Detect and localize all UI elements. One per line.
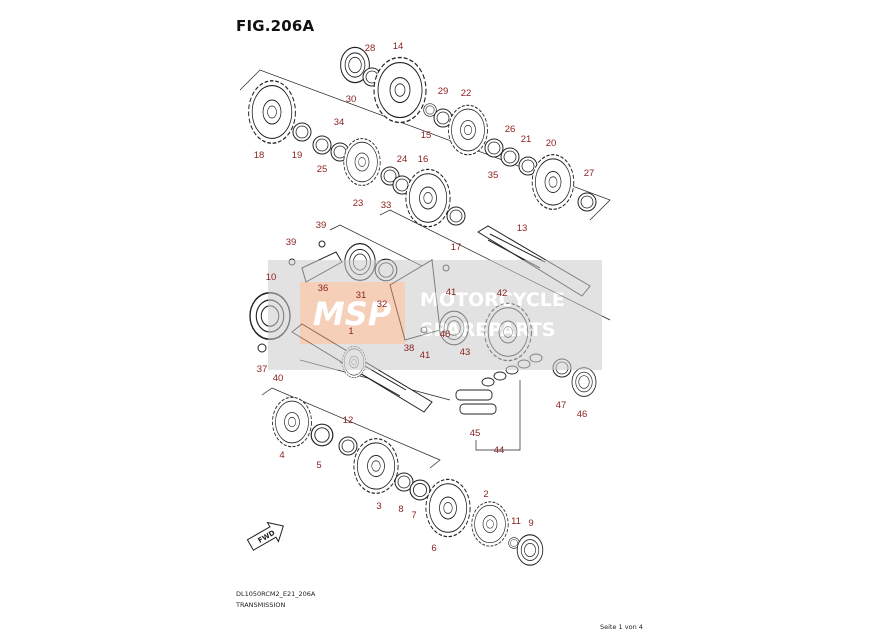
callout-1: 1 xyxy=(348,326,353,337)
callout-42: 42 xyxy=(497,288,508,299)
callout-44: 44 xyxy=(494,445,505,456)
callout-37: 37 xyxy=(257,364,268,375)
callout-10: 10 xyxy=(266,272,277,283)
callout-36: 36 xyxy=(318,283,329,294)
figure-title: FIG.206A xyxy=(236,17,315,35)
callout-40: 40 xyxy=(273,373,284,384)
callout-9: 9 xyxy=(528,518,533,529)
callout-21: 21 xyxy=(521,134,532,145)
callout-38: 38 xyxy=(404,343,415,354)
callout-47: 47 xyxy=(556,400,567,411)
callout-41a: 41 xyxy=(446,287,457,298)
callout-32: 32 xyxy=(377,299,388,310)
watermark-brand: MSP xyxy=(313,295,392,333)
callout-23: 23 xyxy=(353,198,364,209)
callout-17: 17 xyxy=(451,242,462,253)
callout-26: 26 xyxy=(505,124,516,135)
callout-2: 2 xyxy=(483,489,488,500)
watermark-line1: MOTORCYCLE xyxy=(420,289,565,311)
callout-5: 5 xyxy=(316,460,321,471)
callout-28: 28 xyxy=(365,43,376,54)
callout-4: 4 xyxy=(279,450,284,461)
mainshaft-gears xyxy=(271,396,544,566)
callout-46: 46 xyxy=(577,409,588,420)
callout-7: 7 xyxy=(411,510,416,521)
watermark: MSP MOTORCYCLE SPAREPARTS xyxy=(268,260,602,370)
callout-14: 14 xyxy=(393,41,404,52)
callout-18: 18 xyxy=(254,150,265,161)
callout-3: 3 xyxy=(376,501,381,512)
callout-33: 33 xyxy=(381,200,392,211)
callout-25: 25 xyxy=(317,164,328,175)
watermark-line2: SPAREPARTS xyxy=(420,319,556,341)
callout-45: 45 xyxy=(470,428,481,439)
callout-numbers: 1 2 3 4 5 6 7 8 9 10 11 12 13 14 15 16 1… xyxy=(254,41,595,554)
section-title: TRANSMISSION xyxy=(236,601,286,609)
callout-16: 16 xyxy=(418,154,429,165)
callout-34: 34 xyxy=(334,117,345,128)
callout-30: 30 xyxy=(346,94,357,105)
callout-12: 12 xyxy=(343,415,354,426)
callout-20: 20 xyxy=(546,138,557,149)
callout-8: 8 xyxy=(398,504,403,515)
callout-11: 11 xyxy=(511,516,521,527)
fwd-arrow-icon: FWD xyxy=(246,521,284,551)
callout-43: 43 xyxy=(460,347,471,358)
callout-29: 29 xyxy=(438,86,449,97)
callout-39a: 39 xyxy=(316,220,327,231)
callout-27: 27 xyxy=(584,168,595,179)
callout-24: 24 xyxy=(397,154,408,165)
callout-15: 15 xyxy=(421,130,432,141)
page-number: Seite 1 von 4 xyxy=(600,623,643,631)
callout-48: 48 xyxy=(440,329,451,340)
callout-39b: 39 xyxy=(286,237,297,248)
callout-19: 19 xyxy=(292,150,303,161)
callout-31: 31 xyxy=(356,290,367,301)
callout-35: 35 xyxy=(488,170,499,181)
callout-22: 22 xyxy=(461,88,472,99)
callout-41b: 41 xyxy=(420,350,431,361)
bracket-lines xyxy=(239,69,611,469)
diagram-code: DL1050RCM2_E21_206A xyxy=(236,590,316,598)
callout-6: 6 xyxy=(431,543,436,554)
callout-13: 13 xyxy=(517,223,528,234)
